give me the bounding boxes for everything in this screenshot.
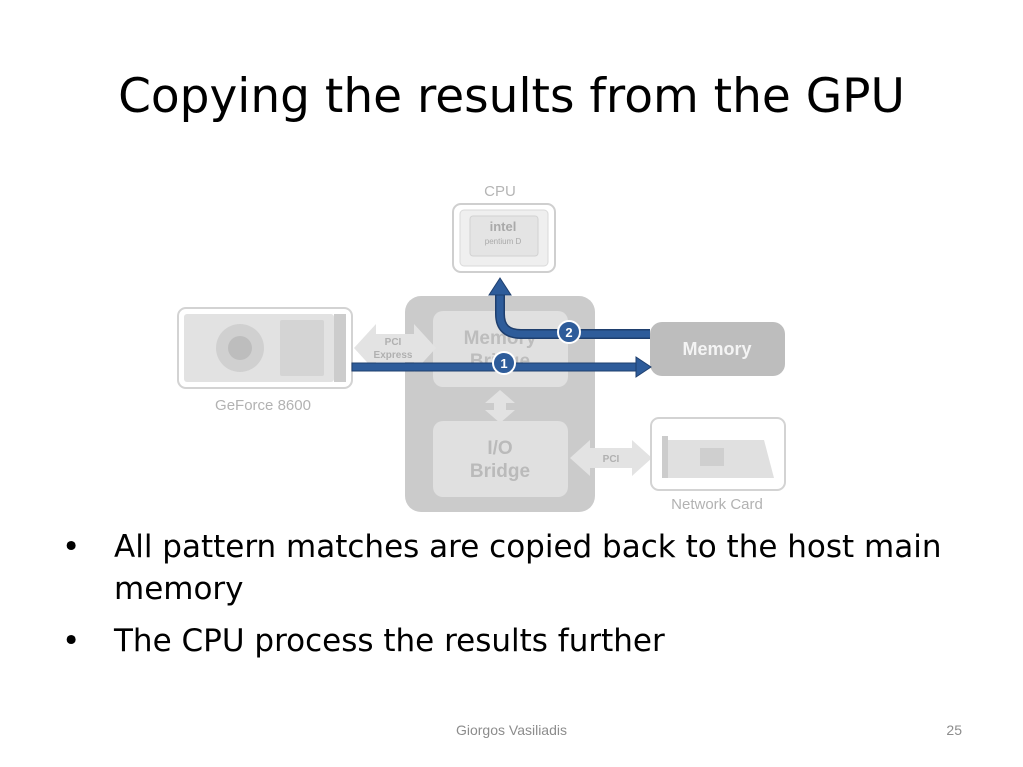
pci-arrow: PCI — [570, 440, 652, 476]
pci-label: PCI — [603, 454, 620, 465]
step2-arrow — [488, 277, 650, 339]
step1-badge: 1 — [492, 351, 516, 375]
network-card — [650, 417, 786, 491]
bullet-item: • All pattern matches are copied back to… — [58, 526, 958, 610]
bullet-text: All pattern matches are copied back to t… — [114, 529, 942, 607]
slide-title: Copying the results from the GPU — [118, 69, 905, 124]
gpu-label: GeForce 8600 — [215, 397, 311, 414]
bullet-dot-icon: • — [62, 529, 81, 565]
gpu-card — [177, 307, 353, 389]
bullet-list: • All pattern matches are copied back to… — [58, 526, 958, 672]
bullet-dot-icon: • — [62, 623, 81, 659]
cpu-chip: intel pentium D — [452, 203, 556, 273]
io-bridge-box — [433, 421, 568, 497]
pci-express-label-line2: Express — [374, 350, 413, 361]
io-bridge-label-line2: Bridge — [470, 461, 530, 482]
footer-author: Giorgos Vasiliadis — [455, 722, 567, 738]
pci-express-label-line1: PCI — [385, 337, 402, 348]
io-bridge-label-line1: I/O — [487, 438, 512, 459]
page-number: 25 — [946, 722, 962, 738]
step1-number: 1 — [500, 356, 507, 371]
bullet-text: The CPU process the results further — [114, 623, 665, 659]
step2-badge: 2 — [557, 320, 581, 344]
cpu-label: CPU — [484, 183, 516, 200]
memory-label: Memory — [682, 339, 751, 359]
cpu-model-label: pentium D — [485, 237, 522, 246]
cpu-brand-logo: intel — [490, 219, 517, 234]
architecture-diagram: CPU intel pentium D Memory Bridge I/O Br… — [177, 183, 786, 513]
bridge-link-arrow — [485, 390, 515, 423]
step2-number: 2 — [565, 325, 572, 340]
pci-express-arrow: PCI Express — [354, 324, 436, 372]
network-card-label: Network Card — [671, 496, 763, 513]
memory-module: Memory — [650, 322, 785, 376]
bullet-item: • The CPU process the results further — [58, 620, 958, 662]
